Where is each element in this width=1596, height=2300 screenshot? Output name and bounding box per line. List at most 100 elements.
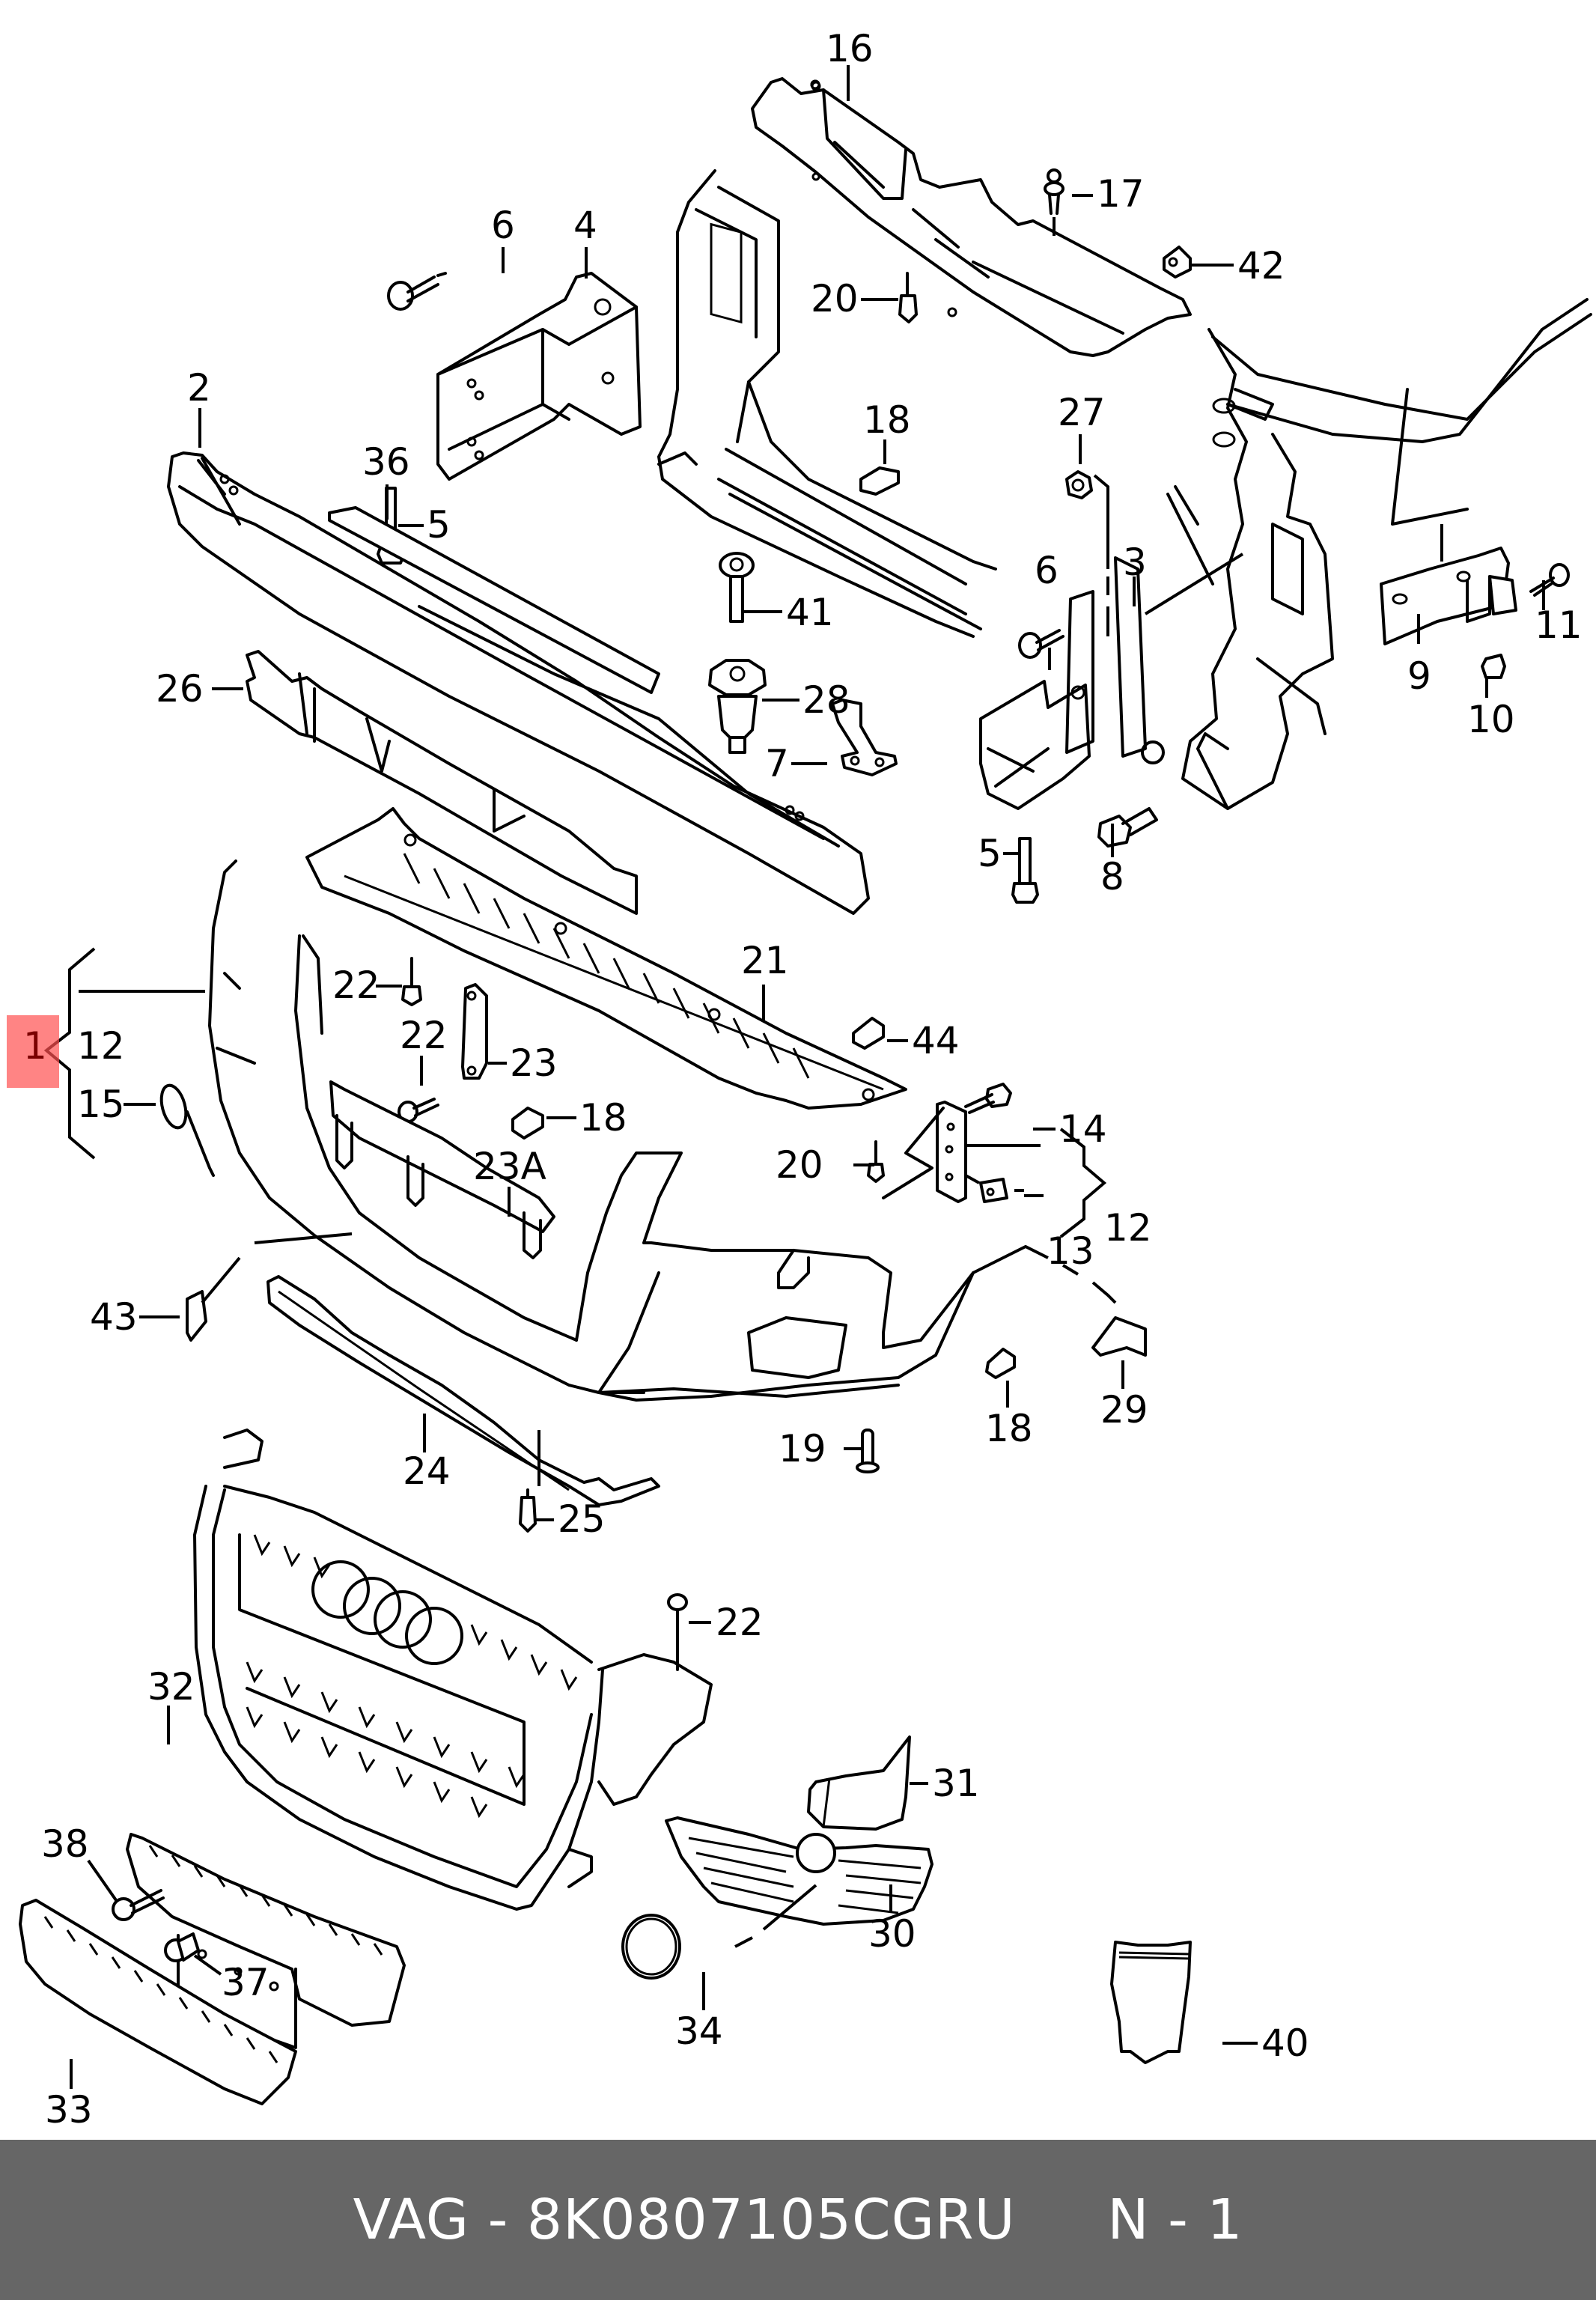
part-20-screw-mid (867, 1140, 885, 1183)
callout-19[interactable]: 19 (779, 1427, 826, 1470)
callout-21[interactable]: 21 (741, 939, 789, 982)
callout-32[interactable]: 32 (147, 1665, 195, 1709)
callout-37[interactable]: 37 (222, 1961, 269, 2004)
footer-bar: VAG - 8K0807105CGRU N - 1 (0, 2140, 1596, 2300)
part-1-bumper-cover (208, 860, 975, 1402)
callout-18-top[interactable]: 18 (863, 398, 911, 442)
callout-42[interactable]: 42 (1237, 244, 1285, 288)
part-13-clip (979, 1178, 1008, 1203)
callout-8[interactable]: 8 (1100, 855, 1124, 898)
callout-labels: 16 17 42 6 4 20 2 36 5 18 27 41 6 3 11 2… (41, 27, 1583, 2132)
part-5-bolt-right (1011, 837, 1039, 904)
callout-27[interactable]: 27 (1058, 391, 1106, 434)
part-22-screw-c (667, 1593, 688, 1671)
part-3-bracket (979, 556, 1165, 810)
callout-23[interactable]: 23 (510, 1041, 558, 1085)
callout-43[interactable]: 43 (90, 1295, 138, 1339)
footer-part-number-text: VAG - 8K0807105CGRU N - 1 (353, 2188, 1243, 2252)
callout-29[interactable]: 29 (1100, 1388, 1148, 1432)
callout-2[interactable]: 2 (187, 366, 211, 410)
part-8-bolt (1097, 807, 1158, 848)
part-14-bolt (964, 1083, 1012, 1114)
callout-38[interactable]: 38 (41, 1822, 89, 1866)
part-32-plate-holder (126, 1833, 406, 2049)
callout-15[interactable]: 15 (77, 1083, 125, 1126)
leader-lines (43, 65, 1545, 2089)
part-30-fog-grille (665, 1816, 933, 1926)
callout-6-right[interactable]: 6 (1035, 549, 1059, 592)
callout-22-a[interactable]: 22 (332, 964, 380, 1007)
callout-24[interactable]: 24 (403, 1449, 451, 1493)
callout-44[interactable]: 44 (912, 1019, 960, 1062)
callout-36[interactable]: 36 (362, 440, 410, 484)
part-33-plate-trim (19, 1899, 297, 2105)
part-17-rivet (1044, 168, 1064, 215)
callout-20-top[interactable]: 20 (811, 277, 859, 320)
part-2-reinforcement (167, 451, 870, 915)
callout-18-bottom[interactable]: 18 (985, 1407, 1033, 1450)
part-23a-center-bracket (329, 1080, 555, 1259)
part-18-clip-middle (511, 1107, 544, 1140)
callout-33[interactable]: 33 (45, 2088, 93, 2132)
callout-18-mid[interactable]: 18 (579, 1096, 627, 1140)
callout-16[interactable]: 16 (826, 27, 874, 70)
parts-diagram: 16 17 42 6 4 20 2 36 5 18 27 41 6 3 11 2… (19, 27, 1592, 2132)
part-23-holder (461, 983, 488, 1080)
part-11-screw (1529, 563, 1570, 597)
part-43-pad (186, 1290, 207, 1342)
callout-5-left[interactable]: 5 (427, 503, 451, 547)
callout-41[interactable]: 41 (786, 591, 834, 634)
callout-9[interactable]: 9 (1407, 654, 1431, 698)
callout-10[interactable]: 10 (1467, 698, 1515, 741)
callout-7[interactable]: 7 (765, 742, 789, 785)
part-21-air-guide (305, 807, 907, 1110)
callout-17[interactable]: 17 (1097, 172, 1145, 216)
part-15-tow-cap (159, 1083, 215, 1177)
callout-5-right[interactable]: 5 (978, 832, 1002, 875)
part-42-spring-nut (1163, 246, 1192, 279)
diagram-drawing: 16 17 42 6 4 20 2 36 5 18 27 41 6 3 11 2… (19, 27, 1592, 2132)
part-19-pin (856, 1429, 880, 1473)
callout-12-left[interactable]: 12 (77, 1024, 125, 1068)
callout-28[interactable]: 28 (802, 678, 850, 722)
part-34-trim-ring (621, 1914, 681, 1980)
part-6-screw-right (1018, 629, 1064, 659)
callout-34[interactable]: 34 (675, 2010, 723, 2053)
callout-26[interactable]: 26 (156, 667, 204, 711)
part-40-bag (1110, 1941, 1192, 2064)
part-18-clip-bottom (985, 1348, 1016, 1379)
callout-23a[interactable]: 23A (473, 1145, 546, 1188)
part-6-screw-left (387, 272, 447, 311)
callout-4[interactable]: 4 (573, 204, 597, 247)
part-36-strip (328, 506, 660, 694)
callout-12-right[interactable]: 12 (1104, 1206, 1152, 1250)
part-41-bolt (719, 552, 755, 623)
part-9-guide-bracket (1380, 547, 1517, 645)
callout-31[interactable]: 31 (932, 1762, 980, 1805)
part-25-screw (519, 1488, 537, 1533)
callout-13[interactable]: 13 (1047, 1229, 1094, 1273)
part-22-screw-a (401, 957, 422, 1006)
callout-14[interactable]: 14 (1059, 1107, 1107, 1151)
part-27-nut (1065, 470, 1093, 499)
callout-6-left[interactable]: 6 (491, 204, 515, 247)
callout-30[interactable]: 30 (868, 1912, 916, 1956)
callout-3[interactable]: 3 (1123, 541, 1147, 584)
part-10-nut (1481, 654, 1506, 679)
callout-25[interactable]: 25 (558, 1497, 606, 1541)
part-16-air-duct (751, 77, 1192, 357)
lock-carrier-frame (657, 169, 997, 638)
callout-40[interactable]: 40 (1261, 2021, 1309, 2065)
callout-22-c[interactable]: 22 (716, 1601, 764, 1644)
part-20-screw-top (898, 272, 918, 323)
callout-22-b[interactable]: 22 (400, 1014, 448, 1057)
part-4-bracket (436, 272, 642, 481)
callout-11[interactable]: 11 (1535, 603, 1583, 647)
callout-1[interactable]: 1 (23, 1024, 47, 1068)
highlighted-callout-1[interactable]: 1 (7, 1015, 59, 1088)
part-18-clip-top (859, 466, 900, 496)
part-7-bracket (831, 699, 898, 776)
part-38-screw (112, 1889, 165, 1921)
callout-20-mid[interactable]: 20 (776, 1143, 823, 1187)
part-37-expanding-nut (164, 1932, 200, 1962)
